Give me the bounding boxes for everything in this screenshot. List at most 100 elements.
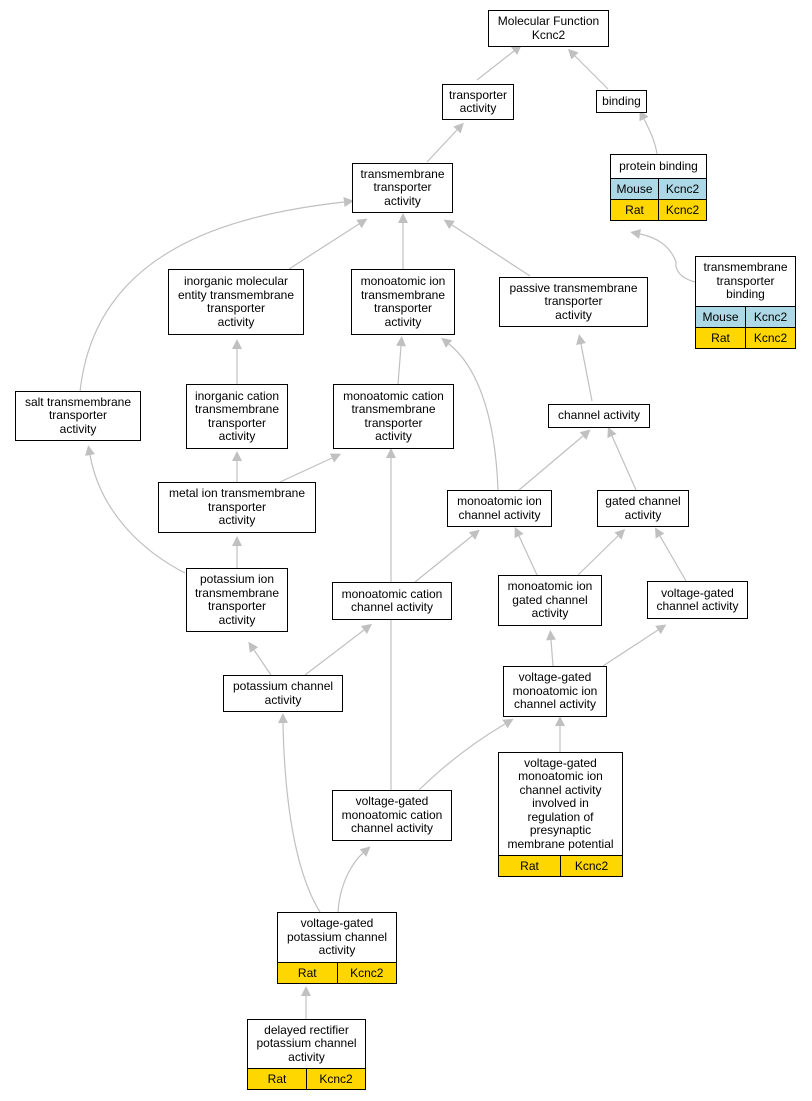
species-cell: Rat <box>696 328 745 348</box>
node-label: monoatomic ion gated channel activity <box>507 579 593 621</box>
voltage-gated-monoatomic-ion-channel-node: voltage-gated monoatomic ion channel act… <box>503 666 607 717</box>
edge <box>518 429 591 491</box>
passive-transmembrane-node: passive transmembrane transporter activi… <box>499 277 648 327</box>
edge <box>602 624 667 667</box>
inorganic-cation-transmembrane-node: inorganic cation transmembrane transport… <box>186 384 288 449</box>
voltage-gated-potassium-channel-node: voltage-gated potassium channel activity… <box>277 912 397 984</box>
edge <box>414 529 480 583</box>
delayed-rectifier-node: delayed rectifier potassium channel acti… <box>247 1019 366 1090</box>
edge <box>476 44 522 81</box>
node-label: potassium ion transmembrane transporter … <box>194 572 280 627</box>
node-label: transporter activity <box>448 87 508 115</box>
monoatomic-ion-transmembrane-node: monoatomic ion transmembrane transporter… <box>351 269 455 335</box>
edge <box>577 529 626 576</box>
species-cell: Rat <box>278 963 337 983</box>
node-label: voltage-gated monoatomic ion channel act… <box>512 670 598 712</box>
node-label: monoatomic cation channel activity <box>341 586 443 614</box>
node-label: passive transmembrane transporter activi… <box>509 280 638 322</box>
edge <box>441 337 499 491</box>
species-cell: Mouse <box>696 307 745 327</box>
gene-cell: Kcnc2 <box>560 856 622 876</box>
node-label: monoatomic cation transmembrane transpor… <box>343 388 444 443</box>
node-label: gated channel activity <box>605 494 681 522</box>
edge <box>288 218 368 270</box>
voltage-gated-channel-node: voltage-gated channel activity <box>647 581 748 619</box>
voltage-gated-monoatomic-cation-node: voltage-gated monoatomic cation channel … <box>332 790 452 841</box>
species-cell: Rat <box>499 856 560 876</box>
gene-cell: Kcnc2 <box>745 328 795 348</box>
species-cell: Mouse <box>611 179 658 199</box>
edge <box>639 110 658 155</box>
node-label: inorganic cation transmembrane transport… <box>194 388 280 443</box>
node-label: monoatomic ion channel activity <box>457 494 542 522</box>
voltage-gated-presynaptic-node: voltage-gated monoatomic ion channel act… <box>498 752 623 877</box>
gated-channel-node: gated channel activity <box>597 490 689 527</box>
molecular-function-node: Molecular Function Kcnc2 <box>488 10 609 47</box>
node-label: voltage-gated potassium channel activity <box>286 916 388 958</box>
edge <box>546 630 556 667</box>
channel-activity-node: channel activity <box>548 404 650 428</box>
potassium-ion-transmembrane-node: potassium ion transmembrane transporter … <box>186 568 288 632</box>
gene-cell: Kcnc2 <box>658 200 706 220</box>
node-label: delayed rectifier potassium channel acti… <box>256 1022 357 1064</box>
edge <box>576 334 593 402</box>
potassium-channel-node: potassium channel activity <box>223 675 343 712</box>
gene-cell: Kcnc2 <box>658 179 706 199</box>
edge <box>85 445 186 574</box>
monoatomic-ion-gated-channel-node: monoatomic ion gated channel activity <box>498 575 602 626</box>
monoatomic-cation-transmembrane-node: monoatomic cation transmembrane transpor… <box>333 384 454 449</box>
edge <box>304 623 372 676</box>
salt-transmembrane-node: salt transmembrane transporter activity <box>15 391 141 441</box>
node-label: voltage-gated channel activity <box>656 585 739 613</box>
monoatomic-ion-channel-node: monoatomic ion channel activity <box>447 490 552 527</box>
node-label: monoatomic ion transmembrane transporter… <box>360 274 446 329</box>
node-label: salt transmembrane transporter activity <box>24 394 132 436</box>
edge <box>278 713 321 913</box>
metal-ion-transmembrane-node: metal ion transmembrane transporter acti… <box>158 482 316 533</box>
edge <box>337 846 371 913</box>
gene-cell: Kcnc2 <box>745 307 795 327</box>
node-label: transmembrane transporter binding <box>703 260 788 302</box>
node-label: transmembrane transporter activity <box>360 166 445 208</box>
node-label: metal ion transmembrane transporter acti… <box>168 486 306 528</box>
node-label: protein binding <box>619 158 698 173</box>
edge <box>567 48 609 90</box>
node-label: voltage-gated monoatomic cation channel … <box>341 794 443 836</box>
edge <box>396 336 406 385</box>
node-label: binding <box>602 93 641 108</box>
edge <box>279 453 342 483</box>
monoatomic-cation-channel-node: monoatomic cation channel activity <box>332 582 452 620</box>
edge <box>654 527 687 582</box>
edge <box>426 122 464 163</box>
edge <box>418 718 514 791</box>
inorganic-molecular-entity-node: inorganic molecular entity transmembrane… <box>168 269 304 335</box>
node-label: voltage-gated monoatomic ion channel act… <box>507 755 614 851</box>
edge <box>443 219 531 277</box>
binding-node: binding <box>596 90 647 113</box>
node-label: Molecular Function Kcnc2 <box>497 14 600 42</box>
edge <box>248 641 272 676</box>
node-label: potassium channel activity <box>232 679 334 707</box>
edge <box>630 229 696 283</box>
gene-cell: Kcnc2 <box>336 963 396 983</box>
transporter-activity-node: transporter activity <box>442 84 514 120</box>
species-cell: Rat <box>611 200 658 220</box>
transmembrane-transporter-activity-node: transmembrane transporter activity <box>352 163 453 213</box>
edge <box>514 526 538 576</box>
species-cell: Rat <box>248 1069 306 1089</box>
gene-cell: Kcnc2 <box>306 1069 365 1089</box>
node-label: inorganic molecular entity transmembrane… <box>177 274 295 329</box>
edge <box>607 426 637 491</box>
node-label: channel activity <box>557 408 641 423</box>
edge <box>79 197 354 393</box>
